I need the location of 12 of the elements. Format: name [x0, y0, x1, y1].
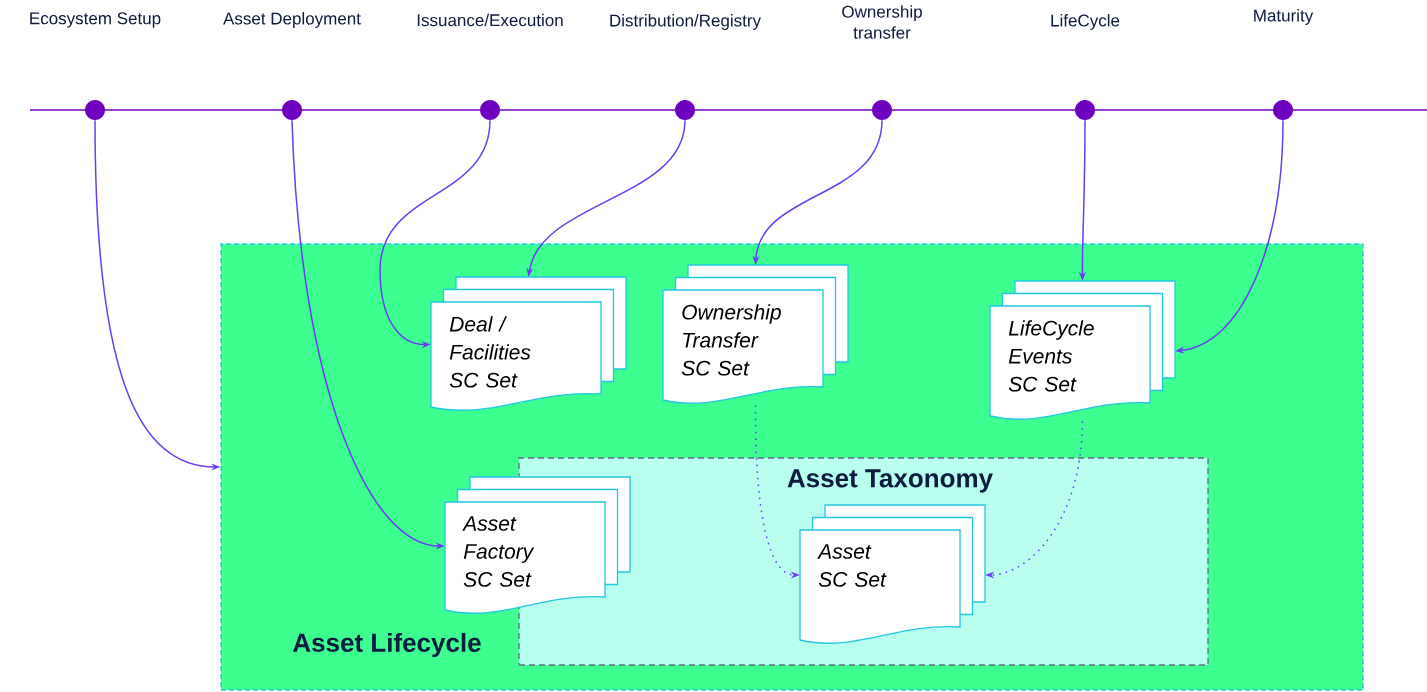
- stage-label: Ownership transfer: [842, 5, 922, 39]
- document-stack: Ownership Transfer SC Set: [662, 264, 849, 404]
- stage-label: LifeCycle: [1051, 14, 1120, 30]
- stage-label: Ecosystem Setup: [30, 12, 161, 28]
- stage-label: Maturity: [1254, 9, 1314, 25]
- document-stack: LifeCycle Events SC Set: [989, 280, 1176, 420]
- document-stack: Asset Factory SC Set: [444, 476, 631, 614]
- stage-label: Asset Deployment: [223, 12, 361, 28]
- document-stack: Deal / Facilities SC Set: [430, 276, 627, 411]
- stage-label: Issuance/Execution: [417, 13, 563, 27]
- document-stack: Asset SC Set: [799, 504, 986, 644]
- stage-label: Distribution/Registry: [610, 14, 761, 30]
